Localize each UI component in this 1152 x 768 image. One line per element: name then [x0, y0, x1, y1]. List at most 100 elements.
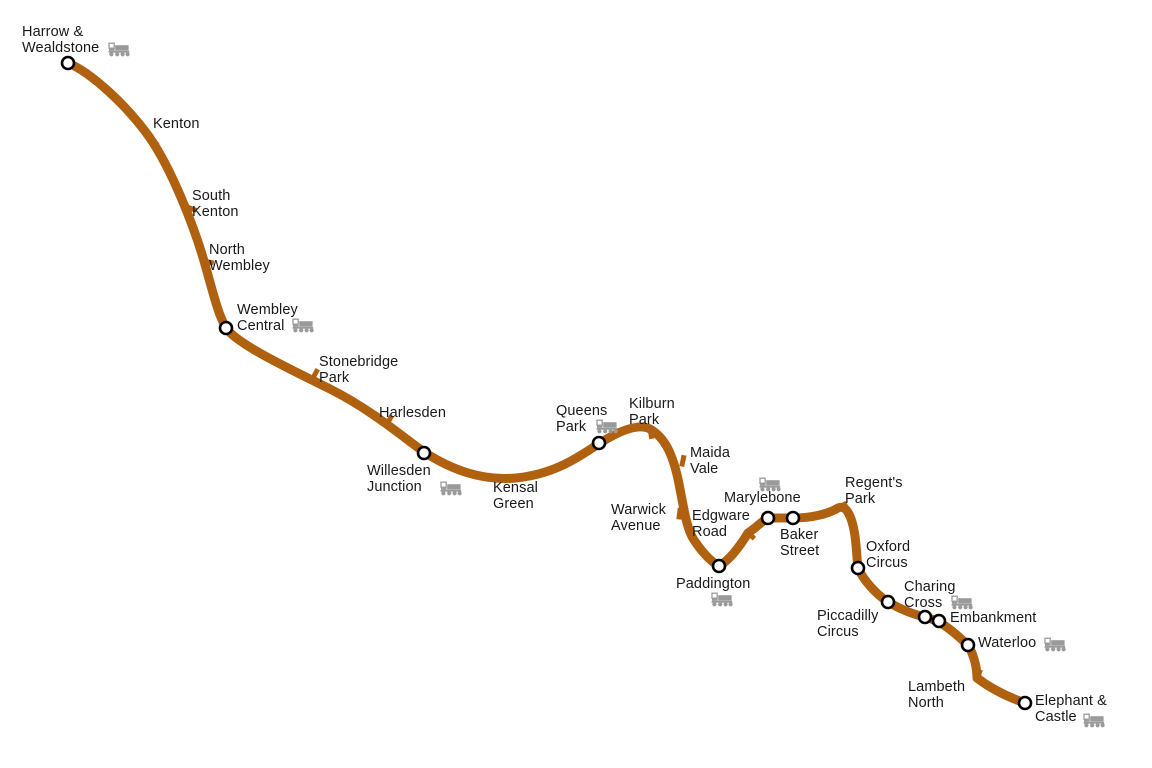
station-marker-marylebone[interactable]	[760, 510, 776, 526]
station-marker-piccadilly-circus[interactable]	[880, 594, 896, 610]
station-label-elephant-and-castle[interactable]: Elephant &Castle	[1035, 693, 1107, 725]
station-label-line: Embankment	[950, 610, 1037, 626]
steam-train-icon	[1044, 637, 1066, 652]
station-tick-lambeth-north[interactable]	[974, 668, 983, 682]
station-label-line: Wembley	[209, 257, 270, 274]
station-marker-willesden-junction[interactable]	[416, 445, 432, 461]
station-label-paddington[interactable]: Paddington	[676, 576, 751, 593]
station-marker-paddington[interactable]	[711, 558, 727, 574]
station-label-line: Castle	[1035, 708, 1077, 725]
station-label-line: Lambeth	[908, 679, 966, 695]
station-label-line: Queens	[556, 403, 608, 419]
station-tick-harlesden[interactable]	[384, 414, 395, 427]
route-line-group	[63, 58, 1030, 708]
station-label-line: Avenue	[611, 517, 661, 534]
station-tick-stonebridge-park[interactable]	[310, 367, 320, 381]
station-label-line: Vale	[690, 460, 719, 477]
station-label-line: Park	[319, 369, 350, 386]
station-label-line: Wembley	[237, 302, 298, 318]
station-tick-warwick-avenue[interactable]	[676, 507, 683, 520]
station-label-line: Park	[629, 411, 660, 428]
station-label-embankment[interactable]: Embankment	[950, 610, 1037, 627]
station-label-line: Charing	[904, 579, 956, 595]
station-label-line: Regent's	[845, 475, 903, 491]
steam-train-icon	[711, 592, 733, 607]
station-label-line: Central	[237, 317, 285, 334]
station-label-line: Piccadilly	[817, 608, 879, 624]
station-label-line: Paddington	[676, 576, 751, 592]
station-label-line: Willesden	[367, 463, 431, 479]
station-marker-harrow-and-wealdstone[interactable]	[60, 55, 76, 71]
station-label-line: Park	[845, 490, 876, 507]
station-marker-wembley-central[interactable]	[218, 320, 234, 336]
station-label-marylebone[interactable]: Marylebone	[724, 490, 801, 507]
station-tick-south-kenton[interactable]	[184, 204, 198, 213]
station-marker-charing-cross[interactable]	[917, 609, 933, 625]
station-tick-maida-vale[interactable]	[679, 454, 687, 467]
steam-train-icon	[292, 318, 314, 333]
station-label-line: Kensal	[493, 480, 538, 496]
station-label-line: Elephant &	[1035, 693, 1107, 709]
station-marker-elephant-and-castle[interactable]	[1017, 695, 1033, 711]
station-label-line: Street	[780, 542, 820, 559]
station-label-line: Kenton	[192, 203, 239, 220]
station-marker-queens-park[interactable]	[591, 435, 607, 451]
steam-train-icon	[1083, 713, 1105, 728]
station-tick-group	[147, 136, 983, 682]
station-marker-oxford-circus[interactable]	[850, 560, 866, 576]
station-label-waterloo[interactable]: Waterloo	[978, 635, 1037, 652]
station-label-line: Circus	[817, 623, 859, 640]
station-label-line: Maida	[690, 445, 730, 461]
steam-train-icon	[951, 595, 973, 610]
station-label-line: Circus	[866, 554, 908, 571]
station-label-line: North	[209, 242, 245, 258]
station-tick-edgware-road[interactable]	[744, 529, 757, 541]
station-label-line: Edgware	[692, 508, 750, 524]
steam-train-icon	[596, 419, 618, 434]
station-marker-embankment[interactable]	[931, 613, 947, 629]
station-label-line: Harlesden	[379, 405, 446, 421]
station-label-line: Baker	[780, 527, 819, 543]
station-label-line: Harrow &	[22, 24, 84, 40]
station-marker-baker-street[interactable]	[785, 510, 801, 526]
bakerloo-line-path	[63, 58, 1030, 708]
station-tick-north-wembley[interactable]	[202, 258, 215, 266]
station-label-line: Cross	[904, 594, 943, 611]
steam-train-icon	[440, 481, 462, 496]
station-label-line: Green	[493, 495, 534, 512]
station-label-line: Waterloo	[978, 635, 1037, 651]
station-tick-kilburn-park[interactable]	[647, 427, 655, 440]
steam-train-icon	[759, 477, 781, 492]
steam-train-icon	[108, 42, 130, 57]
station-tick-kenton[interactable]	[147, 136, 160, 148]
station-tick-regents-park[interactable]	[835, 500, 848, 511]
station-label-line: Warwick	[611, 502, 666, 518]
station-label-line: Marylebone	[724, 490, 801, 506]
station-label-line: Kenton	[153, 116, 200, 132]
station-label-line: Kilburn	[629, 396, 675, 412]
station-label-line: North	[908, 694, 944, 711]
station-marker-waterloo[interactable]	[960, 637, 976, 653]
station-label-harrow-and-wealdstone[interactable]: Harrow &Wealdstone	[22, 24, 99, 56]
station-label-harlesden[interactable]: Harlesden	[379, 405, 446, 422]
station-label-kenton[interactable]: Kenton	[153, 116, 200, 133]
